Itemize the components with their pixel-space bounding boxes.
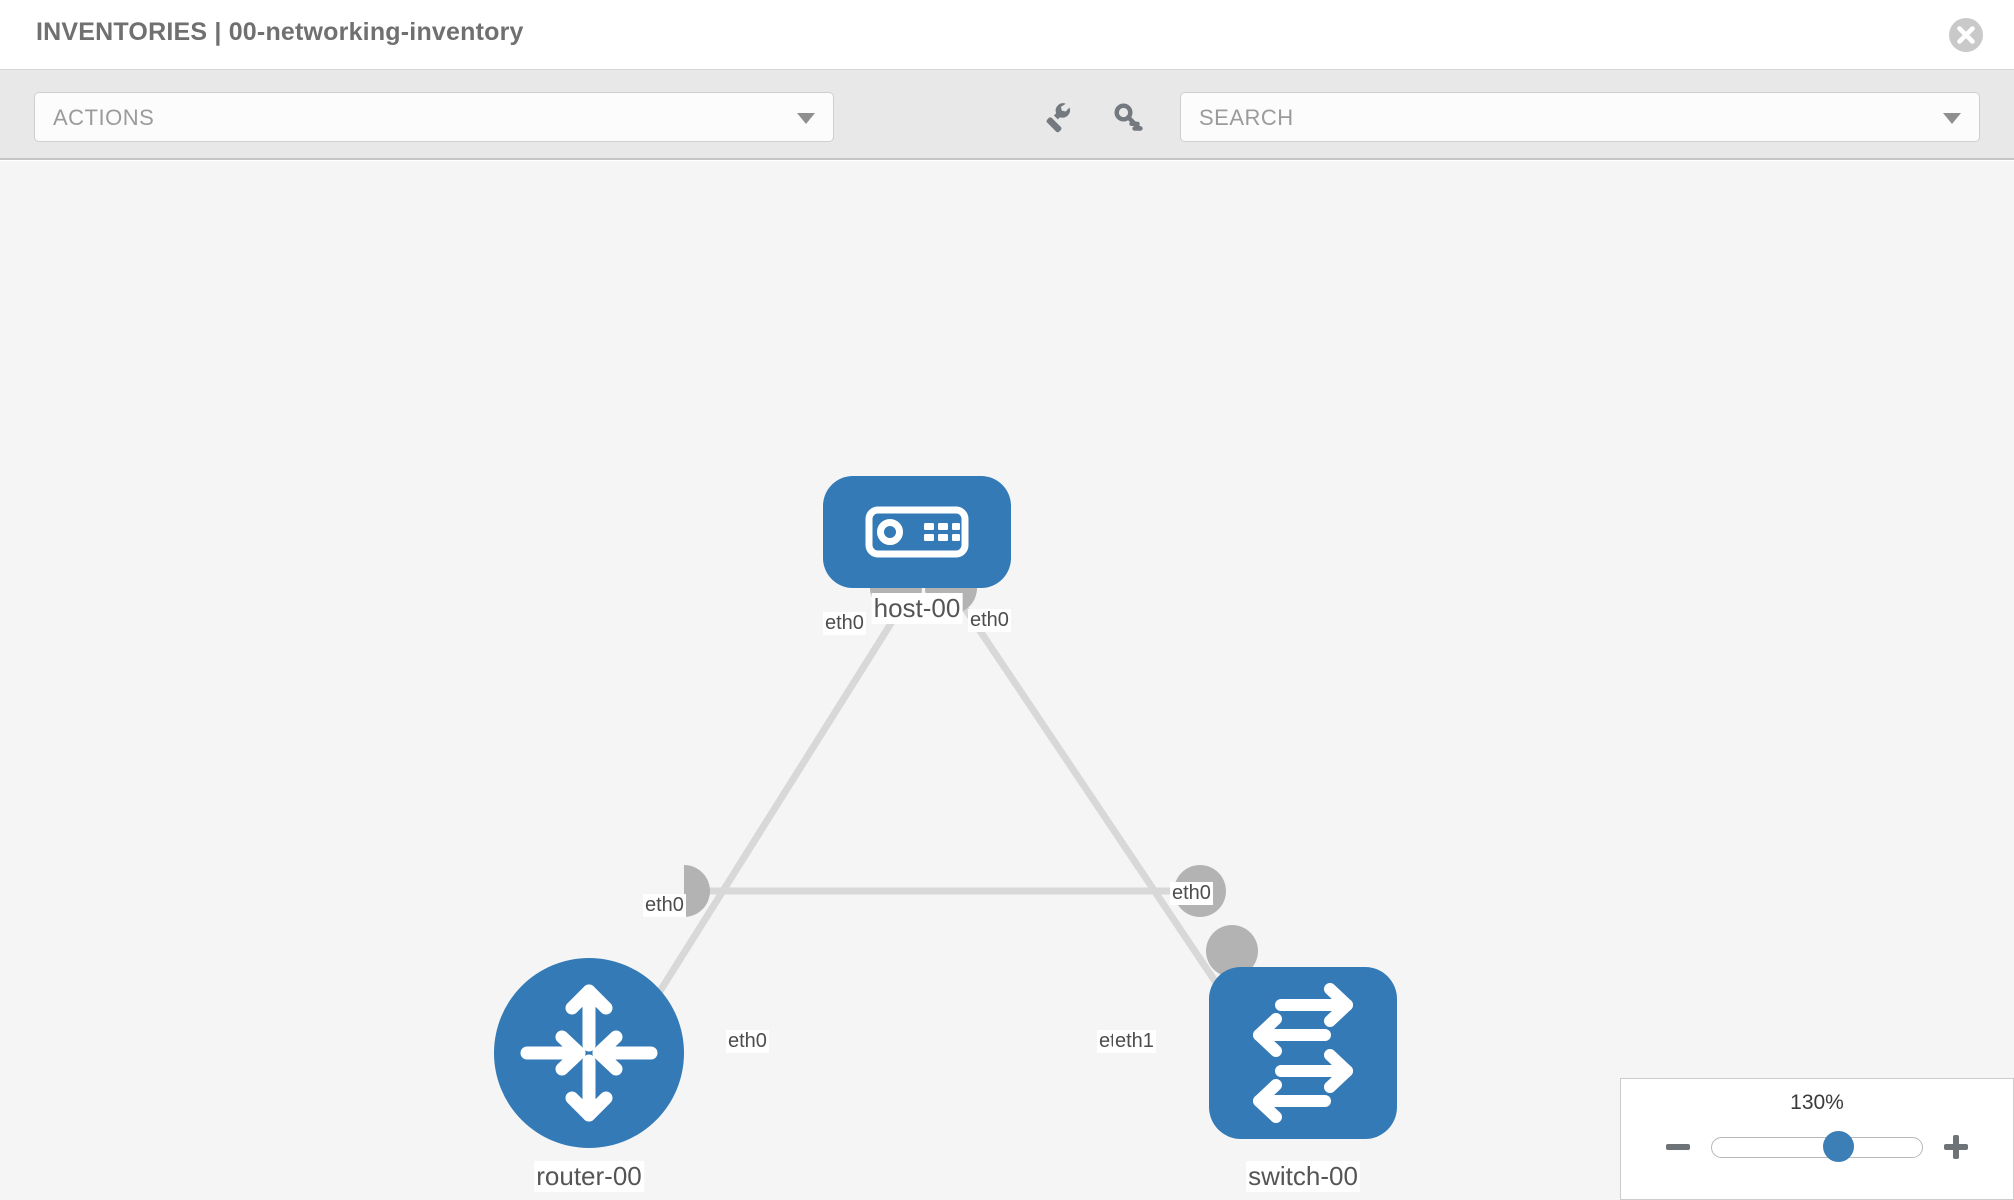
link-host-switch [957,599,1238,1013]
toolbar: ACTIONS [0,70,2014,160]
node-label-router-00[interactable]: router-00 [534,1161,644,1192]
key-icon[interactable] [1108,97,1148,137]
edge-label-router-eth0: eth0 [726,1030,769,1053]
chevron-down-icon [797,113,815,124]
node-router-00-body [494,958,684,1148]
wrench-icon[interactable] [1040,97,1080,137]
zoom-slider[interactable] [1711,1131,1923,1162]
edge-label-host-eth0-right: eth0 [968,609,1011,632]
edge-label-router-eth0-uplink: eth0 [643,894,686,917]
topology-canvas[interactable]: host-00 router-00 switch-00 eth0 eth0 et… [0,161,2014,1200]
zoom-slider-thumb[interactable] [1823,1131,1854,1162]
node-switch-00 [1209,967,1397,1139]
search-placeholder: SEARCH [1199,105,1294,130]
router-arrows-icon [520,984,658,1122]
link-layer [637,599,1238,1025]
edge-label-switch-eth0-uplink: eth0 [1170,882,1213,905]
link-host-router [637,599,908,1025]
toolbar-icon-group [1040,92,1148,142]
connector-router-eth0 [684,865,710,917]
zoom-control-panel: 130% [1620,1078,2014,1200]
search-input[interactable]: SEARCH [1180,92,1980,142]
node-label-host-00[interactable]: host-00 [871,593,963,624]
topology-graph [494,476,1397,1148]
switch-arrows-icon [1253,983,1353,1123]
node-label-switch-00[interactable]: switch-00 [1246,1161,1360,1192]
edge-label-switch-eth1: eth1 [1113,1030,1156,1053]
chevron-down-icon[interactable] [1943,113,1961,124]
page-title: INVENTORIES | 00-networking-inventory [36,18,524,46]
node-host-00 [823,476,1011,588]
node-router-00 [494,958,684,1148]
server-icon [865,506,969,558]
edge-label-host-eth0-left: eth0 [823,612,866,635]
connector-switch-eth0 [1206,925,1258,977]
actions-dropdown[interactable]: ACTIONS [34,92,834,142]
node-switch-00-body [1209,967,1397,1139]
actions-dropdown-label: ACTIONS [53,105,155,130]
close-icon[interactable] [1948,17,1984,53]
plus-icon[interactable] [1941,1132,1971,1162]
page-header: INVENTORIES | 00-networking-inventory [0,0,2014,70]
minus-icon[interactable] [1663,1132,1693,1162]
node-host-00-body [823,476,1011,588]
zoom-level-value: 130% [1790,1091,1844,1114]
